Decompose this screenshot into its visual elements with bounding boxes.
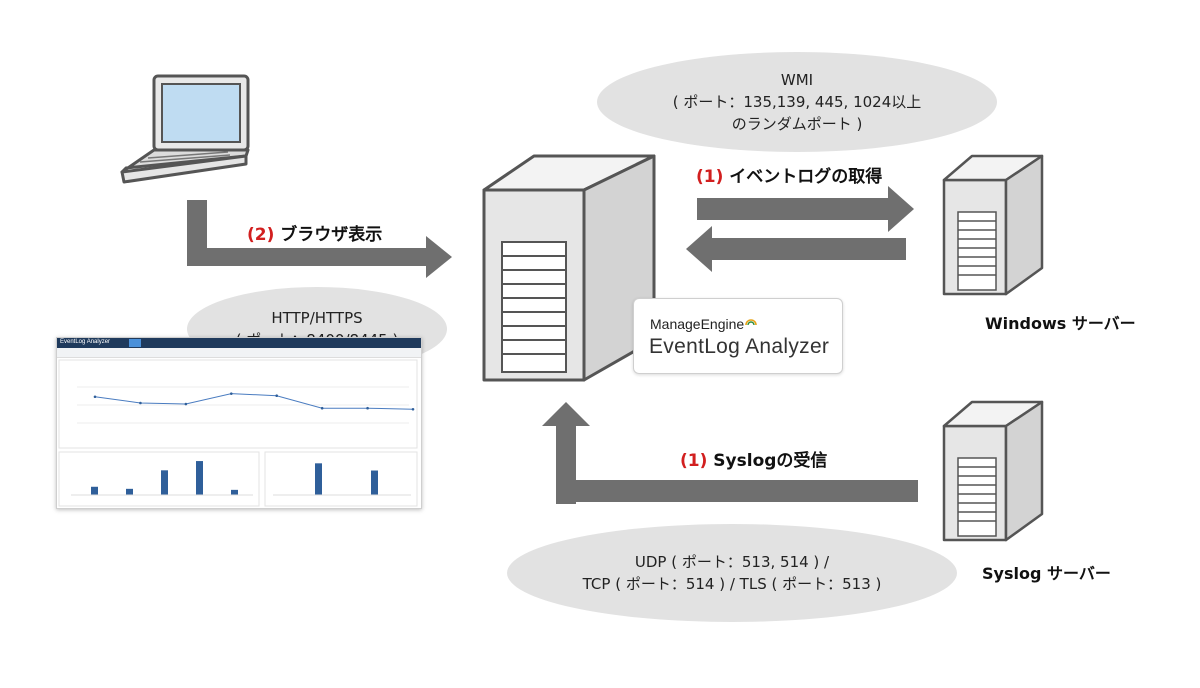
event-caption-text: イベントログの取得 bbox=[729, 167, 883, 187]
line-chart-point bbox=[366, 406, 369, 410]
event-caption-number: (1) bbox=[696, 167, 724, 187]
syslog-server-icon bbox=[942, 400, 1044, 542]
bar-chart-panel-left bbox=[58, 451, 260, 507]
laptop-icon bbox=[120, 74, 250, 184]
browser-caption-text: ブラウザ表示 bbox=[280, 225, 383, 245]
syslog-arrow bbox=[542, 402, 918, 504]
from-windows-arrow bbox=[686, 226, 906, 272]
wmi-bubble-line1: WMI bbox=[780, 71, 814, 89]
line-chart-series bbox=[94, 393, 414, 410]
logo-product: EventLog Analyzer bbox=[649, 335, 830, 358]
syslog-bubble-line2: TCP ( ポート：514 ) / TLS ( ポート：513 ) bbox=[582, 575, 882, 593]
bar-chart-right-bar bbox=[371, 470, 378, 495]
syslog-bubble-line1: UDP ( ポート：513, 514 ) / bbox=[634, 553, 830, 571]
line-chart-point bbox=[320, 406, 324, 410]
bar-chart-left-bar bbox=[91, 486, 98, 495]
bar-chart-left-bar bbox=[126, 488, 133, 495]
dashboard-nav-highlight bbox=[129, 339, 141, 347]
line-chart-point bbox=[184, 402, 188, 406]
logo-brand: ManageEngine bbox=[650, 316, 757, 332]
http-bubble-line1: HTTP/HTTPS bbox=[271, 309, 363, 327]
syslog-caption-number: (1) bbox=[680, 451, 708, 471]
browser-arrow bbox=[187, 200, 452, 278]
product-logo: ManageEngine EventLog Analyzer bbox=[633, 298, 843, 374]
windows-server-icon bbox=[942, 154, 1044, 296]
line-chart-point bbox=[139, 401, 142, 405]
dashboard-screenshot: EventLog Analyzer bbox=[56, 337, 422, 509]
bar-chart-panel-right bbox=[264, 451, 418, 507]
logo-brand-text: ManageEngine bbox=[650, 316, 745, 332]
bar-chart-left-bar bbox=[231, 489, 238, 495]
dashboard-brand: EventLog Analyzer bbox=[60, 339, 111, 345]
line-chart-point bbox=[229, 392, 233, 395]
syslog-caption-text: Syslogの受信 bbox=[713, 451, 828, 471]
dashboard-charts bbox=[58, 359, 418, 507]
event-caption: (1) イベントログの取得 bbox=[696, 162, 882, 187]
wmi-bubble: WMI ( ポート：135,139, 445, 1024以上 のランダムポート … bbox=[597, 52, 997, 152]
bar-chart-left-bar bbox=[161, 470, 168, 495]
syslog-bubble: UDP ( ポート：513, 514 ) / TCP ( ポート：514 ) /… bbox=[507, 524, 957, 622]
dashboard-tabbar bbox=[57, 348, 421, 358]
browser-caption-number: (2) bbox=[247, 225, 275, 245]
logo-arc-icon bbox=[745, 319, 757, 326]
syslog-caption: (1) Syslogの受信 bbox=[680, 446, 827, 471]
wmi-bubble-line3: のランダムポート ) bbox=[731, 115, 863, 133]
dashboard-topbar bbox=[57, 338, 421, 348]
browser-caption: (2) ブラウザ表示 bbox=[247, 220, 382, 245]
line-chart-point bbox=[411, 407, 415, 411]
bar-chart-left-bar bbox=[196, 461, 203, 495]
line-chart-point bbox=[275, 394, 279, 398]
line-chart-point bbox=[93, 395, 97, 399]
wmi-bubble-line2: ( ポート：135,139, 445, 1024以上 bbox=[672, 93, 922, 111]
line-chart-panel bbox=[58, 359, 418, 449]
to-windows-arrow bbox=[697, 186, 914, 232]
bar-chart-right-bar bbox=[315, 463, 322, 495]
syslog-server-label: Syslog サーバー bbox=[982, 564, 1111, 583]
windows-server-label: Windows サーバー bbox=[985, 314, 1136, 333]
